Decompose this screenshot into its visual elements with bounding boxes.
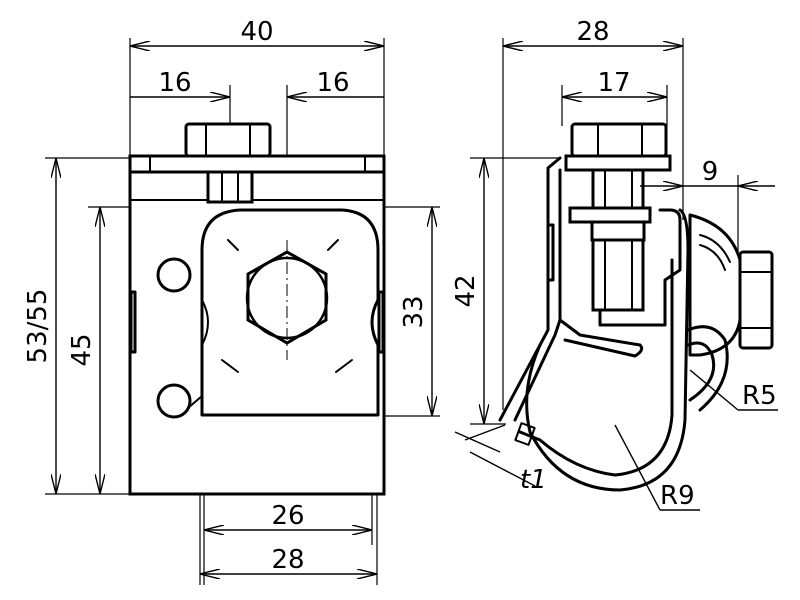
dim-front-right-offset: 16 bbox=[316, 68, 349, 98]
dim-front-left-offset: 16 bbox=[158, 68, 191, 98]
front-extension-lines bbox=[45, 38, 440, 585]
front-window bbox=[200, 208, 380, 417]
dim-side-thickness: t1 bbox=[520, 465, 547, 495]
dim-side-radius-small: R5 bbox=[742, 381, 777, 411]
dim-side-radius-large: R9 bbox=[660, 481, 695, 511]
front-window-ticks bbox=[221, 239, 353, 373]
dim-side-bolt-width: 17 bbox=[597, 68, 630, 98]
front-bolt-head bbox=[184, 122, 272, 158]
dim-front-width: 40 bbox=[240, 17, 273, 47]
front-right-slot bbox=[377, 290, 385, 354]
dim-side-width: 28 bbox=[576, 17, 609, 47]
side-bracket bbox=[498, 156, 562, 422]
side-hook bbox=[525, 208, 690, 492]
side-small-hook bbox=[686, 325, 729, 412]
dim-front-height-total: 53/55 bbox=[23, 289, 53, 364]
dim-front-bottom-inner: 26 bbox=[271, 501, 304, 531]
side-top-plate bbox=[564, 154, 672, 172]
dim-front-bottom-outer: 28 bbox=[271, 545, 304, 575]
dim-side-offset: 9 bbox=[702, 157, 719, 187]
dim-side-height: 42 bbox=[451, 274, 481, 307]
side-dimension-lines bbox=[454, 46, 778, 511]
front-hole-bottom bbox=[156, 383, 192, 419]
front-dimension-lines bbox=[56, 46, 432, 574]
front-bolt-shank bbox=[206, 170, 254, 204]
front-top-plate bbox=[128, 154, 386, 174]
side-view: 28 17 9 42 R5 R9 t1 bbox=[451, 17, 778, 511]
side-saddle bbox=[558, 318, 644, 358]
front-body bbox=[128, 168, 386, 496]
side-bolt-head bbox=[570, 122, 668, 158]
front-view: 40 16 16 53/55 45 33 26 28 bbox=[23, 17, 440, 585]
dim-front-height-inner: 45 bbox=[67, 333, 97, 366]
side-nut-plate bbox=[568, 206, 652, 224]
side-right-bolt bbox=[688, 213, 774, 357]
dim-front-window-height: 33 bbox=[399, 295, 429, 328]
side-extension-lines bbox=[470, 38, 739, 425]
front-hole-top bbox=[156, 257, 192, 293]
side-nut bbox=[590, 220, 646, 242]
front-left-slot bbox=[129, 290, 137, 354]
